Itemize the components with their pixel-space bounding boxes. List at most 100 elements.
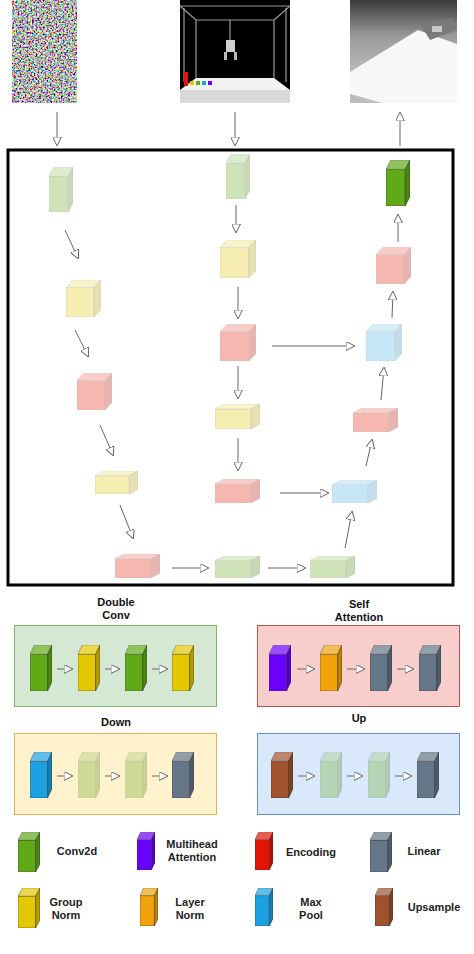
legend-swatch: [140, 888, 158, 926]
flow-arrow: [347, 669, 364, 670]
up-block: [366, 324, 402, 361]
scene-background: [180, 0, 290, 103]
attention-block: [376, 247, 411, 284]
attention-block: [353, 408, 398, 432]
legend-label: Group Norm: [44, 896, 88, 922]
conv-block: [215, 556, 260, 578]
legend-label: Conv2d: [52, 845, 102, 858]
scene-object: [184, 72, 188, 86]
flow-arrow: [238, 438, 239, 470]
scene-object: [196, 81, 200, 85]
linear-block: [370, 645, 392, 691]
flow-arrow: [235, 112, 236, 145]
flow-arrow: [238, 287, 239, 318]
legend-label: Linear: [400, 845, 448, 858]
conv-block: [49, 167, 73, 212]
flow-arrow: [268, 568, 305, 569]
upsample-block: [271, 752, 293, 798]
panel-heading: Down: [86, 716, 146, 729]
skip-arrow: [272, 346, 354, 347]
flow-arrow: [100, 425, 113, 455]
legend-label: Upsample: [398, 901, 470, 914]
legend-cube: [255, 888, 273, 926]
linear-block: [172, 752, 194, 798]
doubleconv-block: [368, 752, 390, 798]
flow-arrow: [75, 330, 88, 356]
output-conv-block: [386, 160, 410, 206]
wire-line: [229, 20, 230, 42]
panel-heading: Double Conv: [91, 596, 141, 622]
legend-swatch: [370, 832, 392, 872]
panel-blocks: [30, 645, 441, 798]
flow-arrow: [297, 669, 314, 670]
flow-arrow: [347, 776, 362, 777]
wire-line: [273, 20, 274, 78]
down-block: [220, 240, 256, 278]
block-panel: Double Conv: [14, 596, 217, 707]
legend-cube: [18, 888, 40, 928]
output-table-edge: [350, 94, 382, 103]
conv-block: [310, 556, 355, 578]
robot-gripper: [226, 40, 235, 52]
robot-finger: [224, 52, 227, 60]
legend-cube: [255, 832, 273, 870]
flow-arrow: [57, 669, 72, 670]
output-background: [350, 0, 457, 103]
wire-line: [274, 6, 290, 20]
conv-block: [125, 645, 147, 691]
network-arrows: [65, 205, 398, 568]
output-scene-image: [350, 0, 457, 103]
groupnorm-block: [172, 645, 194, 691]
legend-cube: [18, 832, 40, 872]
layernorm-block: [320, 645, 342, 691]
skip-arrow: [280, 493, 328, 494]
flow-arrow: [120, 505, 133, 538]
panel-heading: Up: [329, 712, 389, 725]
panel-arrows: [57, 669, 413, 776]
flow-arrow: [236, 205, 237, 232]
legend-swatch: [18, 888, 40, 928]
conv-block: [226, 154, 250, 199]
scene-object: [202, 81, 206, 85]
groupnorm-block: [78, 645, 100, 691]
wire-line: [196, 19, 274, 20]
wire-line: [285, 8, 286, 82]
linear-block: [419, 645, 441, 691]
scene-object: [208, 81, 212, 85]
legend-swatch: [137, 832, 155, 870]
legend-label: Encoding: [282, 846, 340, 859]
flow-arrow: [345, 512, 352, 548]
legend-label: Layer Norm: [166, 896, 214, 922]
wire-line: [180, 5, 290, 6]
output-table: [350, 30, 457, 103]
linear-block: [417, 752, 439, 798]
wire-line: [180, 6, 196, 20]
flow-arrow: [238, 366, 239, 398]
noise-image: [12, 0, 77, 103]
doubleconv-block: [78, 752, 100, 798]
flow-arrow: [172, 568, 208, 569]
legend-swatch: [255, 832, 273, 870]
flow-arrow: [298, 776, 314, 777]
flow-arrow: [395, 776, 411, 777]
output-gripper: [420, 18, 457, 40]
attention-block: [220, 324, 256, 361]
down-block: [66, 280, 101, 317]
flow-arrow: [152, 776, 167, 777]
wire-line: [195, 20, 196, 78]
wire-line: [183, 8, 184, 82]
flow-arrow: [105, 669, 119, 670]
legend-label: Multihead Attention: [160, 838, 224, 864]
legend-cube: [140, 888, 158, 926]
panel-background: [257, 733, 460, 815]
conv-block: [30, 645, 52, 691]
flow-arrow: [397, 669, 413, 670]
scene-table: [180, 78, 290, 90]
down-block: [95, 471, 138, 494]
legend-swatch: [255, 888, 273, 926]
legend-cube: [375, 888, 393, 926]
flow-arrow: [392, 292, 393, 318]
noise-image-base: [12, 0, 77, 103]
